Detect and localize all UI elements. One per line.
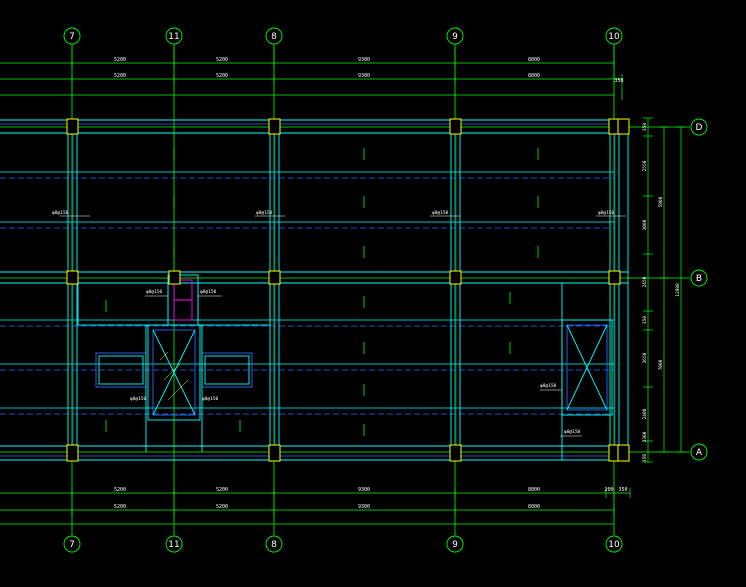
column bbox=[617, 444, 630, 462]
dim-bot-2-c: 9300 bbox=[358, 504, 370, 510]
rebar-note: φ8@150 bbox=[256, 210, 273, 216]
dim-top-1-d: 8000 bbox=[528, 57, 540, 63]
axis-label-top-9: 9 bbox=[452, 32, 458, 42]
column bbox=[449, 270, 462, 285]
vertical-beam-inner bbox=[72, 120, 616, 460]
dim-right-7: 2400 bbox=[642, 408, 648, 419]
horizontal-beams bbox=[0, 119, 628, 461]
right-shaft bbox=[561, 283, 613, 460]
top-dimension-lines bbox=[0, 58, 623, 100]
right-dimension-lines bbox=[643, 117, 686, 463]
dim-right-5: 350 bbox=[642, 316, 648, 324]
axis-label-top-10: 10 bbox=[608, 32, 620, 42]
axis-label-bottom-9: 9 bbox=[452, 540, 458, 550]
rebar-annotations bbox=[60, 215, 626, 437]
rebar-note: φ8@150 bbox=[540, 383, 557, 389]
column bbox=[608, 270, 621, 285]
column bbox=[449, 118, 462, 135]
axis-bubble bbox=[690, 269, 708, 287]
bubble-leaders bbox=[71, 44, 615, 58]
axis-label-bottom-10: 10 bbox=[608, 540, 620, 550]
column bbox=[617, 118, 630, 135]
axis-label-top-8: 8 bbox=[271, 32, 277, 42]
axis-bubble bbox=[690, 443, 708, 461]
axis-bubble bbox=[63, 535, 81, 553]
axis-label-right-D: D bbox=[696, 123, 703, 133]
horizontal-beam-inner bbox=[0, 123, 620, 457]
axis-label-top-7: 7 bbox=[69, 32, 75, 42]
secondary-beams bbox=[0, 171, 614, 415]
axis-bubble bbox=[165, 535, 183, 553]
right-dimension-texts: 350 2550 3000 2450 350 2650 2400 2300 35… bbox=[642, 123, 681, 462]
axis-bubble bbox=[605, 535, 623, 553]
dim-bot-1-a: 5200 bbox=[114, 487, 126, 493]
column bbox=[268, 118, 281, 135]
dim-right-8: 2300 bbox=[642, 431, 648, 442]
rebar-note: φ8@150 bbox=[200, 289, 217, 295]
dim-bot-1-f: 350 bbox=[618, 487, 627, 493]
axis-bubble bbox=[265, 535, 283, 553]
dim-bot-1-d: 8000 bbox=[528, 487, 540, 493]
rebar-note: φ8@150 bbox=[432, 210, 449, 216]
rebar-note: φ8@150 bbox=[52, 210, 69, 216]
rebar-texts: φ8@150 φ8@150 φ8@150 φ8@150 φ8@150 φ8@15… bbox=[52, 210, 615, 435]
axis-label-right-B: B bbox=[696, 274, 702, 284]
rebar-note: φ8@150 bbox=[202, 396, 219, 402]
dim-top-2-a: 5200 bbox=[114, 73, 126, 79]
dim-top-2-e: 350 bbox=[614, 78, 623, 84]
dim-right-1: 350 bbox=[642, 123, 648, 131]
columns bbox=[66, 118, 630, 462]
dim-right-3: 3000 bbox=[642, 219, 648, 230]
dim-bot-1-b: 5200 bbox=[216, 487, 228, 493]
bottom-dimension-lines bbox=[0, 488, 631, 525]
dim-right-2: 2550 bbox=[642, 160, 648, 171]
axis-label-bottom-11: 11 bbox=[168, 540, 179, 550]
column bbox=[66, 444, 79, 462]
axis-label-bottom-8: 8 bbox=[271, 540, 277, 550]
core-hatch bbox=[159, 351, 189, 401]
column bbox=[66, 270, 79, 285]
dim-top-2-d: 8000 bbox=[528, 73, 540, 79]
dim-right-total-1: 5800 bbox=[658, 196, 664, 207]
dim-bot-1-e: 200 bbox=[604, 487, 613, 493]
dim-bot-2-d: 8000 bbox=[528, 504, 540, 510]
axis-label-top-11: 11 bbox=[168, 32, 179, 42]
dim-bot-2-b: 5200 bbox=[216, 504, 228, 510]
rebar-note: φ8@150 bbox=[564, 429, 581, 435]
column bbox=[268, 270, 281, 285]
dim-right-6: 2650 bbox=[642, 352, 648, 363]
axis-bubble bbox=[446, 535, 464, 553]
column bbox=[168, 270, 181, 285]
dim-right-9: 350 bbox=[642, 454, 648, 462]
dim-bot-2-a: 5200 bbox=[114, 504, 126, 510]
dim-top-1-a: 5200 bbox=[114, 57, 126, 63]
rebar-note: φ8@150 bbox=[598, 210, 615, 216]
axis-bubble bbox=[690, 118, 708, 136]
axis-label-bottom-7: 7 bbox=[69, 540, 75, 550]
bottom-dimension-texts-2: 5200 5200 9300 8000 bbox=[114, 504, 540, 510]
dim-top-1-c: 9300 bbox=[358, 57, 370, 63]
top-dimension-texts-2: 5200 5200 9300 8000 350 bbox=[114, 73, 624, 84]
dim-top-2-b: 5200 bbox=[216, 73, 228, 79]
dim-right-total-2: 7000 bbox=[658, 359, 664, 370]
axis-bubbles-bottom: 7 11 8 9 10 bbox=[63, 535, 623, 553]
dim-right-4: 2450 bbox=[642, 276, 648, 287]
axis-label-right-A: A bbox=[696, 448, 703, 458]
column bbox=[66, 118, 79, 135]
top-dimension-texts-1: 5200 5200 9300 8000 bbox=[114, 57, 540, 63]
core-area bbox=[77, 274, 271, 452]
slab-marks bbox=[105, 148, 539, 436]
dim-right-overall: 12800 bbox=[675, 283, 681, 297]
rebar-note: φ8@150 bbox=[146, 289, 163, 295]
rebar-note: φ8@150 bbox=[130, 396, 147, 402]
dim-top-1-b: 5200 bbox=[216, 57, 228, 63]
column bbox=[268, 444, 281, 462]
dim-top-2-c: 9300 bbox=[358, 73, 370, 79]
bottom-dimension-texts-1: 5200 5200 9300 8000 200 350 bbox=[114, 487, 628, 493]
column bbox=[449, 444, 462, 462]
dim-bot-1-c: 9300 bbox=[358, 487, 370, 493]
axis-bubbles-right: D B A bbox=[690, 118, 708, 461]
